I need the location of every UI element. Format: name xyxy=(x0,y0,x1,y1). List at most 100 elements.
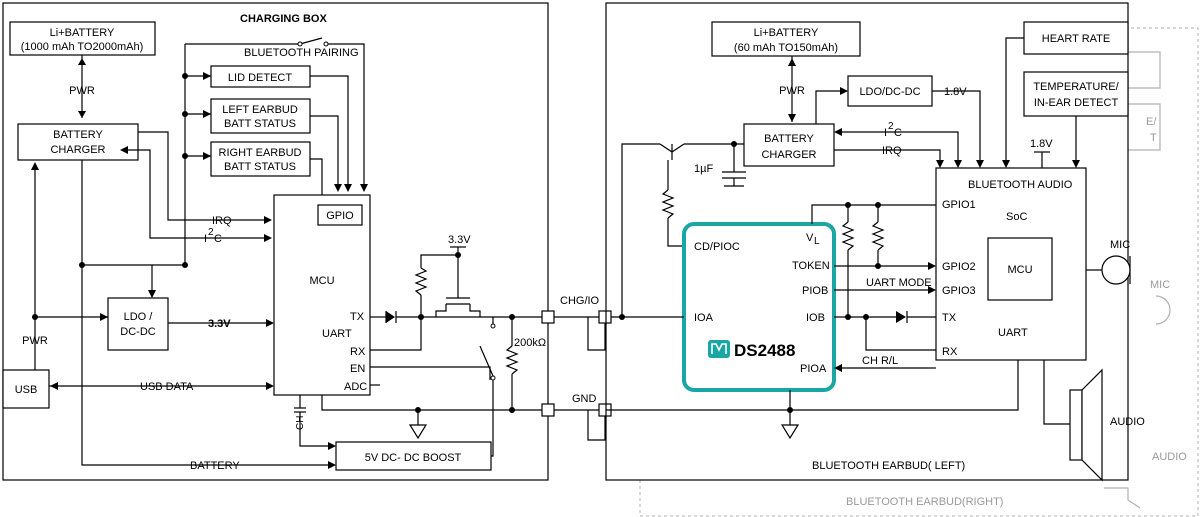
ds2488-vl-label: V xyxy=(806,232,814,244)
box-en-label: EN xyxy=(350,363,365,375)
earbud-rx-label: RX xyxy=(942,346,958,358)
box-right-earbud-label-1: RIGHT EARBUD xyxy=(219,147,302,159)
ds2488-cd-label: CD/PIOC xyxy=(694,241,740,253)
box-battery-label-1: Li+BATTERY xyxy=(50,27,115,39)
earbud-audio-label: AUDIO xyxy=(1110,416,1145,428)
box-5v-boost xyxy=(335,441,492,471)
earbud-i2c-label-2: 2 xyxy=(888,121,894,132)
box-usb-data-label: USB DATA xyxy=(140,381,194,393)
box-tx-label: TX xyxy=(350,311,365,323)
box-left-earbud-label-1: LEFT EARBUD xyxy=(222,104,298,116)
earbud-temperature xyxy=(1023,71,1129,117)
earbud-ch-rl-label: CH R/L xyxy=(862,355,898,367)
earbud-gpio3-label: GPIO3 xyxy=(942,285,976,297)
box-usb xyxy=(2,369,50,409)
box-battery-charger xyxy=(17,123,139,161)
box-mcu-label: MCU xyxy=(309,275,334,287)
earbud-speaker-cone xyxy=(1081,368,1103,482)
right-audio-label: AUDIO xyxy=(1152,451,1187,463)
box-rx-label: RX xyxy=(350,346,366,358)
left-earbud-frame xyxy=(605,2,1129,481)
ds2488-pioa-label: PIOA xyxy=(800,363,827,375)
earbud-heart-rate-label: HEART RATE xyxy=(1042,33,1110,45)
earbud-speaker-coil xyxy=(1069,389,1083,461)
earbud-battery-label-2: (60 mAh TO150mAh) xyxy=(734,42,838,54)
box-charger-label-1: BATTERY xyxy=(53,129,103,141)
box-i2c-label-i: I xyxy=(204,233,207,245)
earbud-cap-label: 1µF xyxy=(694,163,713,175)
ds2488-token-label: TOKEN xyxy=(792,260,830,272)
box-i2c-label-c: C xyxy=(214,233,222,245)
earbud-bt-audio-label: BLUETOOTH AUDIO xyxy=(968,179,1073,191)
box-adc-label: ADC xyxy=(344,381,367,393)
earbud-pwr-label: PWR xyxy=(779,85,805,97)
box-battery-bottom-label: BATTERY xyxy=(190,460,240,472)
box-boost-label: 5V DC- DC BOOST xyxy=(365,452,462,464)
connector-chg-io-label: CHG/IO xyxy=(560,295,600,307)
earbud-i2c-label-c: C xyxy=(894,127,902,139)
earbud-soc-mcu-label: MCU xyxy=(1007,264,1032,276)
box-ldo-label-1: LDO / xyxy=(124,311,154,323)
earbud-temperature-label-2: IN-EAR DETECT xyxy=(1034,97,1119,109)
earbud-battery-charger xyxy=(743,123,835,167)
earbud-soc-label: SoC xyxy=(1006,211,1027,223)
box-battery-1000mah xyxy=(9,21,156,56)
box-right-earbud-label-2: BATT STATUS xyxy=(224,161,296,173)
earbud-title: BLUETOOTH EARBUD( LEFT) xyxy=(812,460,965,472)
ds2488-ioa-label: IOA xyxy=(694,312,714,324)
earbud-heart-rate xyxy=(1023,21,1129,55)
earbud-charger-label-2: CHARGER xyxy=(761,149,816,161)
right-mic-label: MIC xyxy=(1150,279,1170,291)
box-right-earbud-batt-status xyxy=(210,141,311,177)
earbud-tx-label: TX xyxy=(942,312,957,324)
earbud-soc-mcu xyxy=(987,237,1053,301)
earbud-1v8-label: 1.8V xyxy=(944,86,967,98)
box-uart-label: UART xyxy=(322,328,352,340)
earbud-battery xyxy=(711,21,861,57)
earbud-uart-mode-label: UART MODE xyxy=(866,277,932,289)
box-ldo-label-2: DC-DC xyxy=(120,326,155,338)
earbud-temperature-label-1: TEMPERATURE/ xyxy=(1033,81,1119,93)
box-irq-label: IRQ xyxy=(212,215,232,227)
right-earbud-ghost: E/ T MIC AUDIO BLUETOOTH EARBUD(RIGHT) xyxy=(639,27,1199,517)
ds2488-name: DS2488 xyxy=(734,341,795,360)
box-ldo-dcdc xyxy=(107,297,169,351)
box-gpio-label: GPIO xyxy=(326,210,354,222)
earbud-1v8-b-label: 1.8V xyxy=(1030,138,1053,150)
earbud-battery-label-1: Li+BATTERY xyxy=(754,27,819,39)
right-earbud-partial-label-2: T xyxy=(1150,132,1157,144)
box-battery-label-2: (1000 mAh TO2000mAh) xyxy=(21,41,144,53)
connector-chg-io-earbud xyxy=(598,310,612,324)
box-3v3-label: 3.3V xyxy=(208,318,231,330)
box-200k-label: 200kΩ xyxy=(514,337,546,349)
earbud-irq-label: IRQ xyxy=(882,145,902,157)
earbud-mic-label: MIC xyxy=(1110,239,1130,251)
box-pwr-bottom-label: PWR xyxy=(22,335,48,347)
box-3v3-top-label: 3.3V xyxy=(448,234,471,246)
charging-box-title: CHARGING BOX xyxy=(240,13,327,25)
box-charger-label-2: CHARGER xyxy=(50,144,105,156)
connector-chg-io-box xyxy=(541,310,555,324)
box-left-earbud-batt-status xyxy=(210,98,311,134)
earbud-charger-label-1: BATTERY xyxy=(764,133,814,145)
ds2488-iob-label: IOB xyxy=(806,312,825,324)
box-mcu-gpio xyxy=(317,204,363,226)
right-earbud-partial-label-1: E/ xyxy=(1146,116,1157,128)
box-left-earbud-label-2: BATT STATUS xyxy=(224,118,296,130)
earbud-i2c-label-i: I xyxy=(884,127,887,139)
box-pwr-top-label: PWR xyxy=(69,85,95,97)
box-lid-detect-label: LID DETECT xyxy=(228,72,292,84)
ds2488-vl-subscript: L xyxy=(814,236,820,247)
connector-gnd-label: GND xyxy=(572,393,597,405)
earbud-ldo-label: LDO/DC-DC xyxy=(859,86,920,98)
ds2488-piob-label: PIOB xyxy=(802,285,828,297)
earbud-gpio2-label: GPIO2 xyxy=(942,261,976,273)
charging-box-frame xyxy=(2,2,549,481)
box-ch-label: CH xyxy=(295,416,306,430)
box-bluetooth-pairing-label: BLUETOOTH PAIRING xyxy=(244,47,359,59)
right-earbud-title: BLUETOOTH EARBUD(RIGHT) xyxy=(846,496,1003,508)
earbud-uart-label: UART xyxy=(998,327,1028,339)
box-i2c-label-2: 2 xyxy=(208,227,214,238)
connector-gnd-box xyxy=(541,403,555,417)
